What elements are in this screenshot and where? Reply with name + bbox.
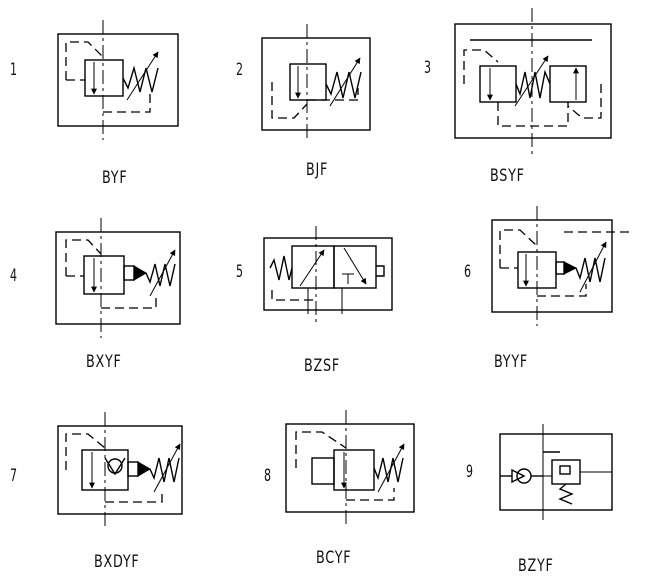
symbol-number-1: 1 (10, 60, 18, 80)
symbol-code-5: BZSF (304, 356, 340, 376)
symbol-code-7: BXDYF (94, 552, 140, 572)
symbol-7-relief-valve-with-check (57, 412, 183, 530)
symbol-number-6: 6 (464, 262, 472, 282)
symbol-number-2: 2 (236, 60, 244, 80)
symbol-6-pilot-relief-valve-with-vent (491, 206, 630, 326)
symbol-5-directional-valve (263, 226, 393, 324)
symbol-number-9: 9 (466, 462, 474, 482)
symbol-8-sequence-relief-valve (285, 410, 415, 526)
symbol-2-pressure-reducing-valve (261, 24, 371, 142)
symbol-code-6: BYYF (494, 352, 528, 372)
symbol-number-7: 7 (10, 466, 18, 486)
symbol-code-3: BSYF (490, 166, 525, 186)
symbol-code-1: BYF (102, 168, 128, 188)
symbol-number-5: 5 (236, 262, 244, 282)
symbol-code-8: BCYF (316, 548, 352, 568)
symbol-code-2: BJF (306, 160, 329, 180)
symbol-number-4: 4 (10, 266, 18, 286)
symbol-number-3: 3 (424, 58, 432, 78)
symbol-number-8: 8 (264, 466, 272, 486)
symbol-9-check-pressure-valve (499, 424, 613, 520)
symbol-1-pressure-relief-valve (57, 20, 179, 140)
symbol-3-dual-relief-valve (454, 8, 612, 158)
symbol-code-9: BZYF (518, 556, 554, 576)
symbol-4-pilot-relief-valve (55, 218, 181, 338)
symbol-code-4: BXYF (86, 352, 122, 372)
